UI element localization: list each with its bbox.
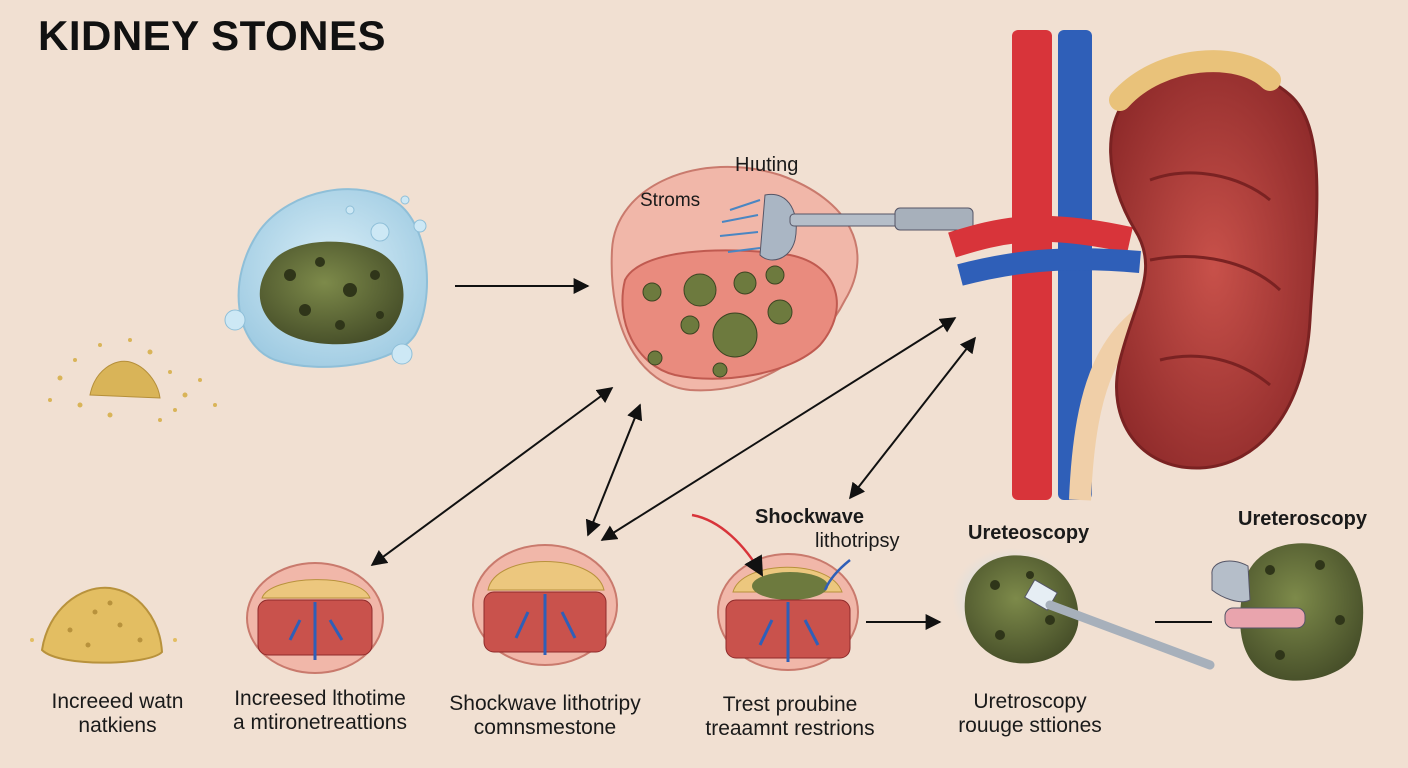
page-title: KIDNEY STONES [38,12,387,59]
label-ureteroscopy: Ureteroscopy [1238,508,1367,530]
caption-4: Trest proubine treaamnt restrions [690,693,890,741]
kidney-icon [948,30,1319,501]
caption-1: Increeed watn natkiens [25,690,210,738]
ultrasound-probe-icon [719,193,974,261]
caption-3-line2: comnsmestone [473,716,617,739]
arrow-icon [370,387,614,566]
caption-3-line1: Shockwave lithotripy [449,692,641,715]
caption-2: Increesed lthotime a mtironetreattions [215,687,425,735]
label-hurting: Hıuting [735,154,799,176]
stone-pile-icon [30,586,177,664]
label-shockwave: Shockwave [755,506,864,528]
caption-5: Uretroscopy rouuge sttiones [945,690,1115,738]
tissue-section-2 [472,544,618,666]
caption-1-line2: natkiens [78,714,157,737]
arrow-icon [849,336,976,500]
caption-2-line1: Increesed lthotime [234,687,406,710]
ureteroscope-icon [952,548,1215,670]
caption-4-line2: treaamnt restrions [705,717,875,740]
stone-in-water-icon [224,188,428,368]
arrow-icon [585,403,643,537]
label-lithotripsy: lithotripsy [815,530,900,552]
label-ureteoscopy: Ureteoscopy [968,522,1090,544]
caption-4-line1: Trest proubine [722,693,858,716]
label-storms: Stroms [640,190,701,211]
tissue-section-3 [691,513,859,671]
caption-5-line2: rouuge sttiones [958,714,1102,737]
tissue-section-1 [246,562,384,674]
ureteroscope-icon [1211,543,1364,681]
crystal-grains-icon [48,338,217,422]
caption-2-line2: a mtironetreattions [233,711,407,734]
caption-5-line1: Uretroscopy [973,690,1087,713]
caption-1-line1: Increeed watn [51,690,184,713]
caption-3: Shockwave lithotripy comnsmestone [440,692,650,740]
